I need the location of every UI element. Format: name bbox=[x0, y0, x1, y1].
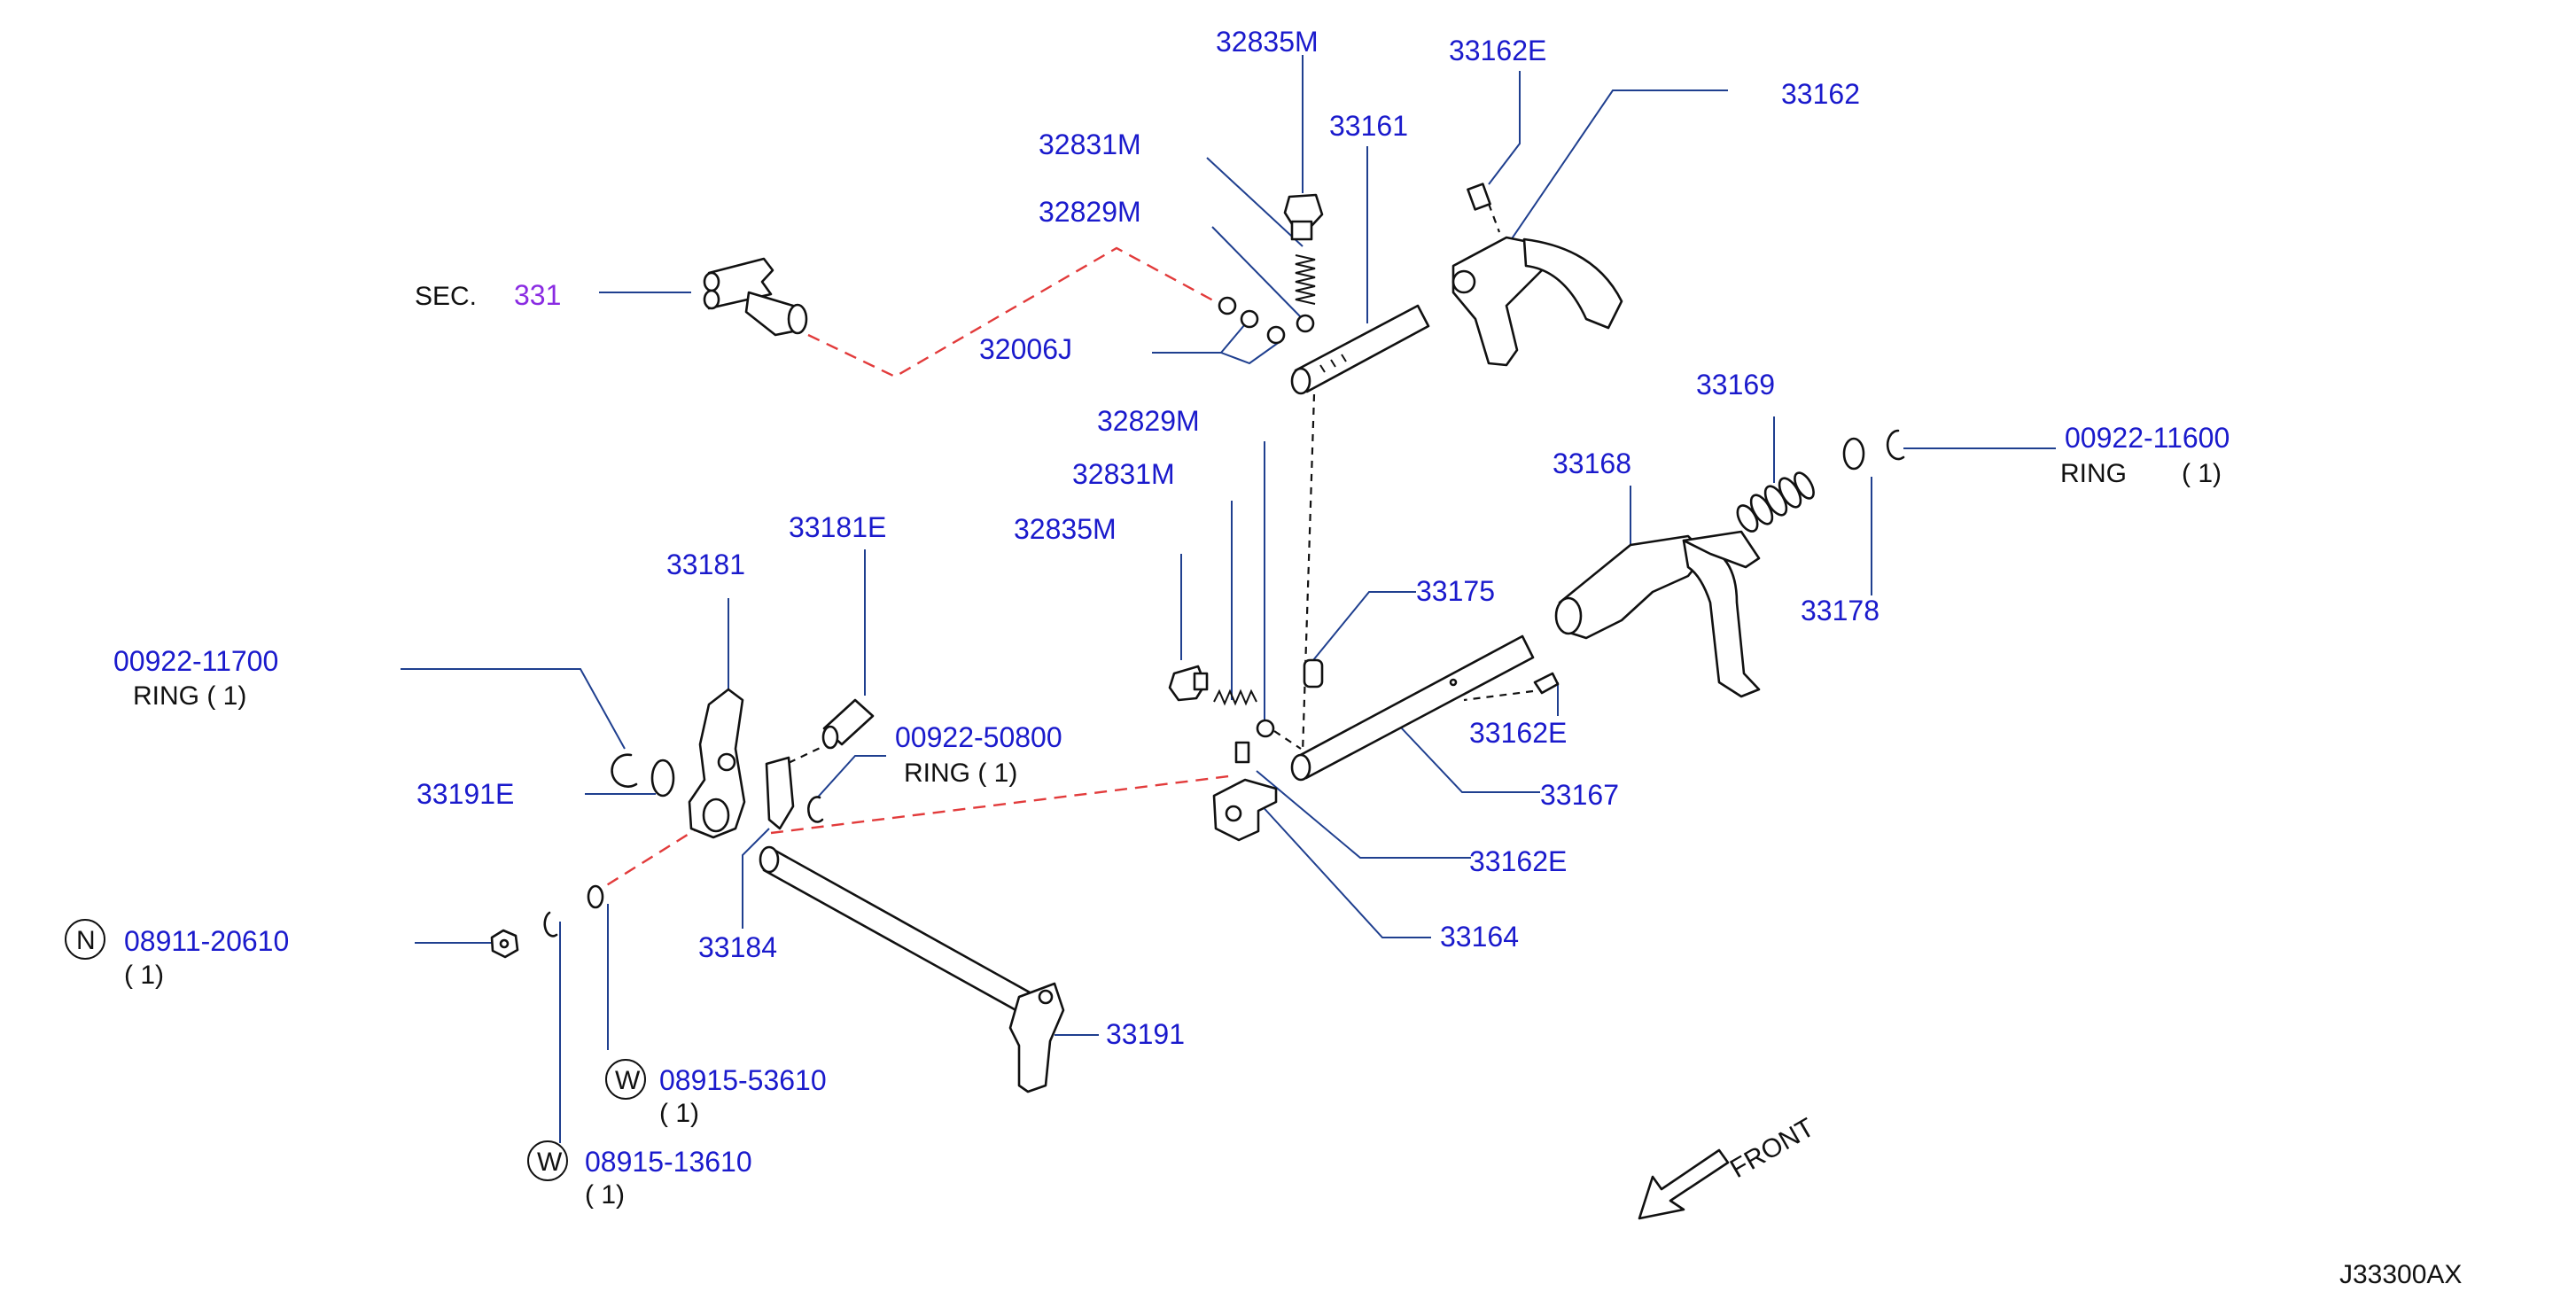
spring-32831m-top-part bbox=[1295, 254, 1316, 305]
label-33169[interactable]: 33169 bbox=[1696, 369, 1775, 401]
label-33162[interactable]: 33162 bbox=[1781, 78, 1860, 110]
spring-32831m-mid-part bbox=[1213, 689, 1257, 706]
washer-08915-53610-part bbox=[587, 884, 604, 909]
pin-33181e-part bbox=[821, 698, 875, 750]
label-33162e-mid[interactable]: 33162E bbox=[1469, 717, 1567, 749]
washer-08915-13610-part bbox=[543, 911, 558, 938]
front-arrow-icon bbox=[1638, 1148, 1730, 1220]
pin-33162e-top-part bbox=[1467, 183, 1491, 211]
plug-32835m-mid-part bbox=[1168, 665, 1209, 702]
label-08915-53610[interactable]: 08915-53610 bbox=[659, 1064, 827, 1096]
label-33162e-top[interactable]: 33162E bbox=[1449, 35, 1546, 66]
badge-w1-letter: W bbox=[615, 1066, 641, 1095]
label-32829m-top[interactable]: 32829M bbox=[1039, 196, 1141, 228]
label-33181e[interactable]: 33181E bbox=[789, 511, 886, 543]
note-qty-20610: ( 1) bbox=[124, 961, 164, 990]
spring-33169-part bbox=[1736, 471, 1815, 533]
label-32835m-top[interactable]: 32835M bbox=[1216, 26, 1319, 58]
front-label: FRONT bbox=[1725, 1113, 1819, 1184]
bracket-33164-part bbox=[1212, 778, 1278, 842]
label-33168[interactable]: 33168 bbox=[1553, 447, 1631, 479]
label-33162e-low[interactable]: 33162E bbox=[1469, 845, 1567, 877]
label-32831m-mid[interactable]: 32831M bbox=[1072, 458, 1175, 490]
badge-w2-letter: W bbox=[537, 1148, 563, 1177]
nut-08911-20610-part bbox=[490, 929, 519, 959]
label-32006j[interactable]: 32006J bbox=[979, 333, 1072, 365]
plate-33184-part bbox=[765, 756, 795, 830]
rod-33167-part bbox=[1290, 634, 1535, 782]
label-33175[interactable]: 33175 bbox=[1416, 575, 1495, 607]
label-33191e[interactable]: 33191E bbox=[416, 778, 514, 810]
badge-w2-icon bbox=[527, 1140, 568, 1181]
badge-n-icon bbox=[65, 919, 105, 960]
balls-32006j-part bbox=[1218, 296, 1286, 345]
ring-00922-11600-part bbox=[1886, 429, 1905, 461]
sec-331-switch-part bbox=[703, 257, 808, 337]
label-33164[interactable]: 33164 bbox=[1440, 921, 1519, 953]
label-32829m-mid[interactable]: 32829M bbox=[1097, 405, 1200, 437]
note-qty-13610: ( 1) bbox=[585, 1180, 625, 1210]
ring-00922-50800-part bbox=[807, 796, 824, 823]
washer-33178-part bbox=[1842, 437, 1865, 471]
label-33167[interactable]: 33167 bbox=[1540, 779, 1619, 811]
ball-32829m-top-part bbox=[1296, 314, 1315, 333]
label-32831m-top[interactable]: 32831M bbox=[1039, 128, 1141, 160]
badge-n-letter: N bbox=[76, 926, 96, 955]
label-33191[interactable]: 33191 bbox=[1106, 1018, 1185, 1050]
ring-00922-11700-part bbox=[611, 753, 638, 788]
note-ring-11700: RING ( 1) bbox=[133, 681, 246, 711]
label-00922-11700[interactable]: 00922-11700 bbox=[113, 645, 278, 677]
pin-33175-part bbox=[1303, 658, 1324, 689]
label-33161[interactable]: 33161 bbox=[1329, 110, 1408, 142]
sec-prefix: SEC. bbox=[415, 282, 477, 311]
assembly-lines bbox=[597, 203, 1534, 892]
label-33178[interactable]: 33178 bbox=[1801, 595, 1879, 626]
label-00922-11600[interactable]: 00922-11600 bbox=[2065, 422, 2230, 454]
label-33184[interactable]: 33184 bbox=[698, 931, 777, 963]
pin-33162e-mid-part bbox=[1533, 672, 1560, 695]
label-00922-50800[interactable]: 00922-50800 bbox=[895, 721, 1062, 753]
plug-32835m-top-part bbox=[1283, 193, 1324, 241]
rod-33161-part bbox=[1290, 304, 1430, 395]
pin-33162e-low-part bbox=[1234, 741, 1250, 764]
note-qty-11600: ( 1) bbox=[2182, 459, 2222, 488]
label-08911-20610[interactable]: 08911-20610 bbox=[124, 925, 289, 957]
shaft-33191-part bbox=[759, 845, 1065, 1093]
note-qty-53610: ( 1) bbox=[659, 1099, 699, 1128]
labels: 32835M 33162E 33162 32831M 33161 32829M … bbox=[65, 26, 2462, 1289]
fork-33162-part bbox=[1451, 236, 1623, 367]
washer-33191e-part bbox=[650, 759, 675, 798]
note-ring-11600: RING bbox=[2060, 459, 2127, 488]
sec-link-331[interactable]: 331 bbox=[514, 279, 561, 311]
lever-33181-part bbox=[688, 688, 746, 839]
label-32835m-mid[interactable]: 32835M bbox=[1014, 513, 1117, 545]
ball-32829m-mid-part bbox=[1256, 719, 1275, 738]
diagram-code: J33300AX bbox=[2339, 1260, 2462, 1289]
leader-lines bbox=[401, 55, 2056, 1143]
badge-w1-icon bbox=[605, 1059, 646, 1100]
label-33181[interactable]: 33181 bbox=[666, 549, 745, 580]
note-ring-50800: RING ( 1) bbox=[904, 759, 1017, 788]
label-08915-13610[interactable]: 08915-13610 bbox=[585, 1146, 752, 1178]
fork-33168-part bbox=[1554, 530, 1761, 698]
